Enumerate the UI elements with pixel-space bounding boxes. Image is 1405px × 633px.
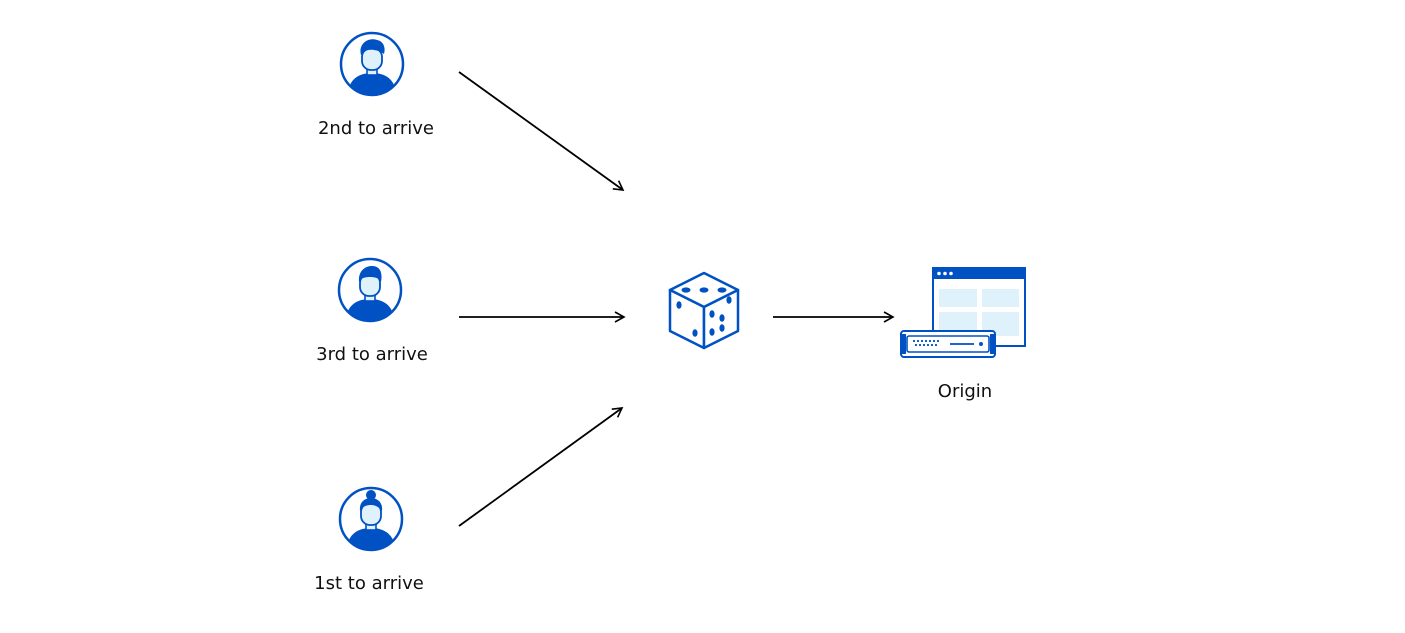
origin-node: Origin [900, 267, 1026, 402]
user-avatar-icon [338, 486, 404, 552]
user-third-node: 3rd to arrive [316, 257, 428, 365]
arrow-first-to-dice [458, 407, 624, 527]
user-first-node: 1st to arrive [314, 486, 424, 594]
user-first-label: 1st to arrive [314, 573, 424, 594]
dice-icon [668, 271, 740, 350]
user-second-node: 2nd to arrive [318, 31, 434, 139]
arrow-second-to-dice [458, 71, 625, 191]
user-second-label: 2nd to arrive [318, 118, 434, 139]
user-third-label: 3rd to arrive [316, 344, 428, 365]
user-avatar-icon [337, 257, 403, 323]
dice-node [668, 271, 740, 350]
origin-label: Origin [938, 381, 992, 402]
user-avatar-icon [339, 31, 405, 97]
origin-server-icon [900, 267, 1026, 358]
